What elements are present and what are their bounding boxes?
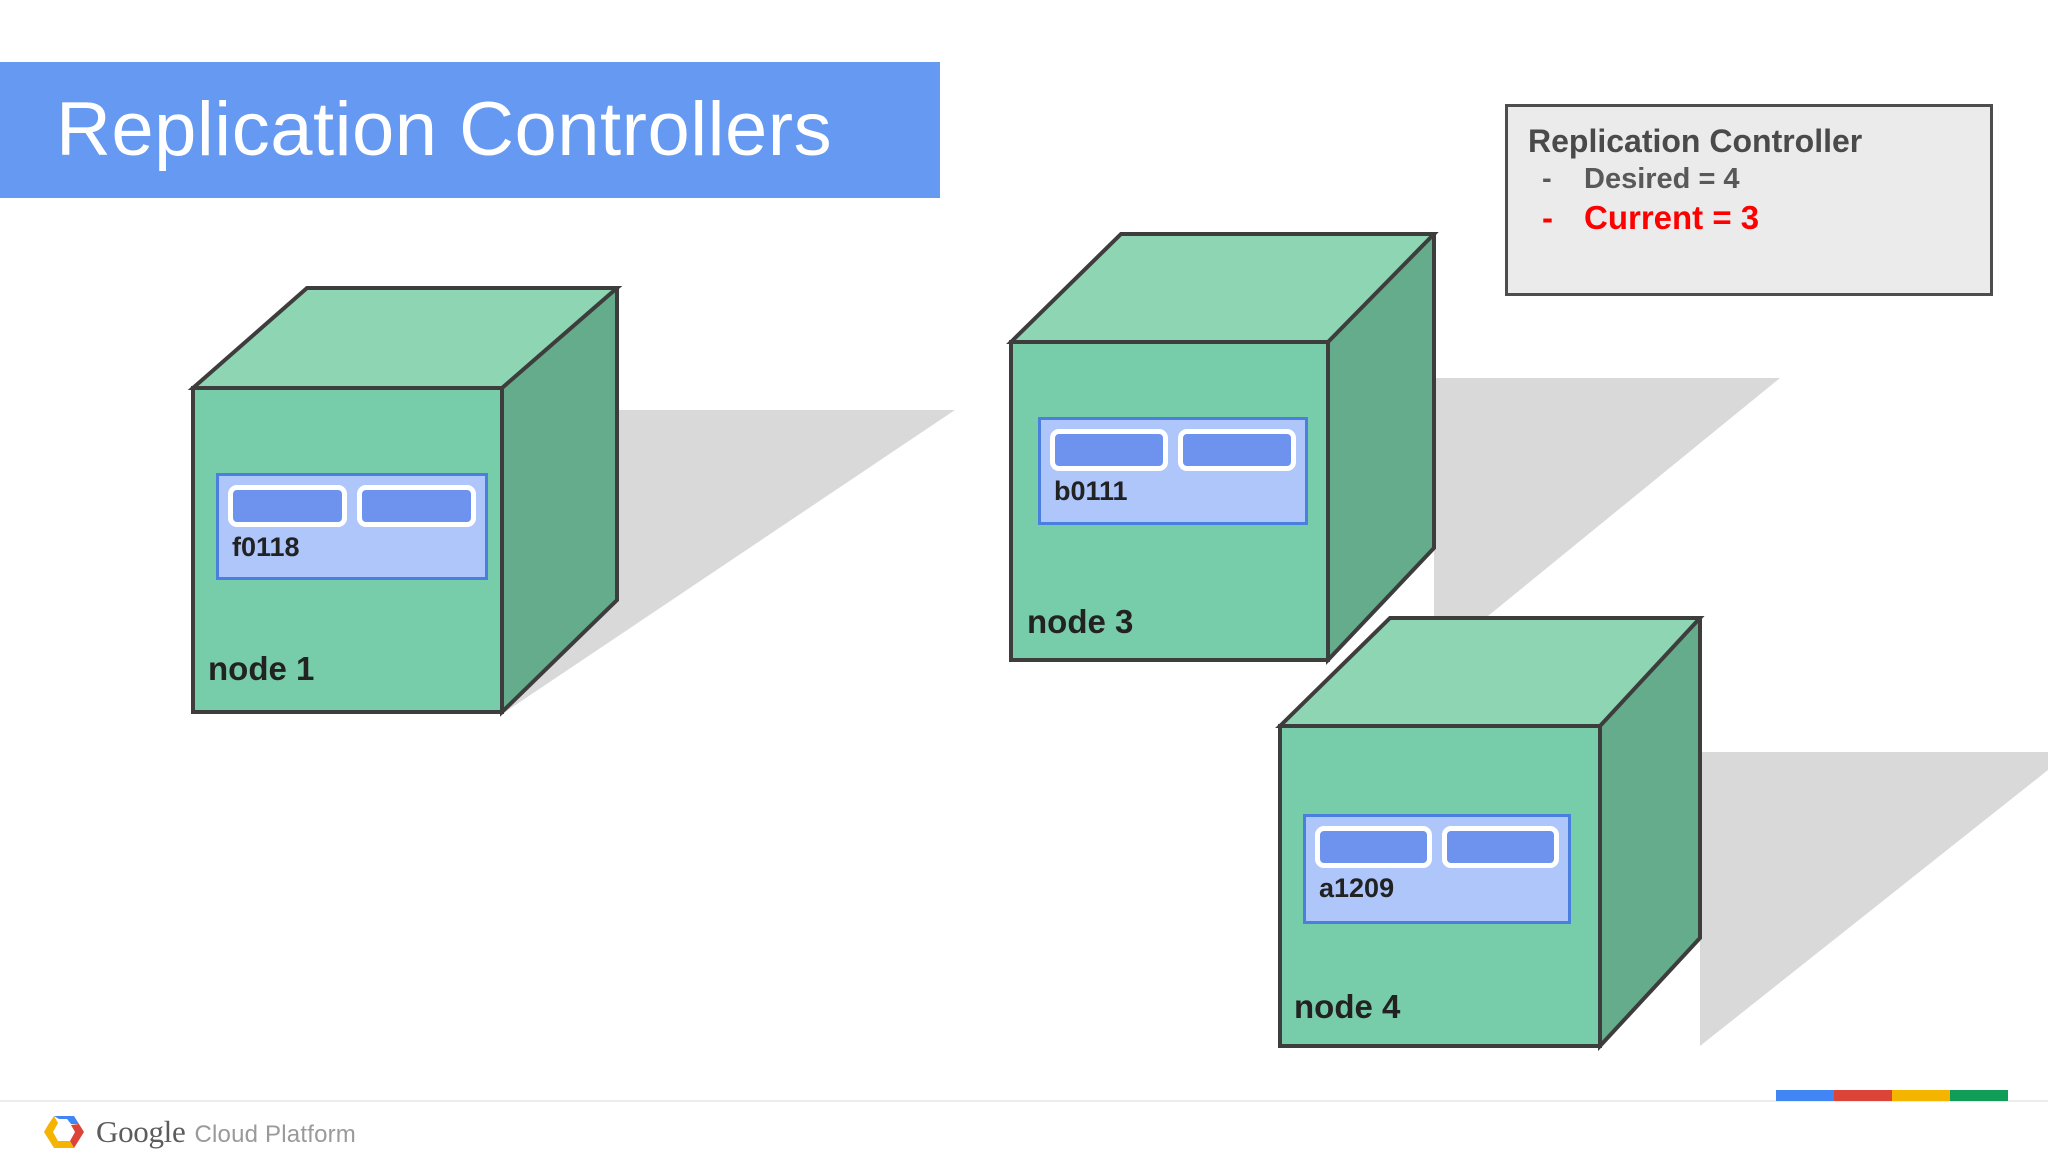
- node-1-container-group: [219, 476, 485, 527]
- google-brand-color-bars: [1776, 1090, 2008, 1101]
- gcp-hexagon-icon: [44, 1116, 84, 1148]
- legend-heading: Replication Controller: [1528, 123, 1863, 159]
- node-3-shadow: [1434, 378, 1780, 660]
- brand-bar-green: [1950, 1090, 2008, 1101]
- brand-bar-blue: [1776, 1090, 1834, 1101]
- node-4-side-face: [1598, 616, 1702, 1052]
- node-4-top-face: [1275, 616, 1705, 728]
- page-title: Replication Controllers: [56, 87, 833, 172]
- google-wordmark-text: Google: [96, 1114, 186, 1149]
- node-4-container-group: [1306, 817, 1568, 868]
- node-1-side-face: [500, 286, 619, 717]
- legend-bullet-desired: -: [1542, 163, 1552, 195]
- node-3-container-b: [1178, 429, 1296, 471]
- node-1-top-face: [187, 286, 623, 390]
- node-3-pod-label: b0111: [1054, 476, 1128, 506]
- node-4-pod: a1209: [1303, 814, 1571, 924]
- node-3-label: node 3: [1027, 603, 1134, 640]
- node-1-pod-label: f0118: [232, 532, 300, 562]
- replication-controller-legend: Replication Controller - Desired = 4 - C…: [1505, 104, 1993, 296]
- node-1-label: node 1: [208, 650, 315, 687]
- node-4-container-b: [1442, 826, 1559, 868]
- node-1-shadow: [505, 410, 955, 712]
- google-cloud-platform-logo: Google Cloud Platform: [42, 1112, 356, 1152]
- node-3-container-group: [1041, 420, 1305, 471]
- slide-title-banner: Replication Controllers: [0, 62, 940, 198]
- gcp-wordmark: Google Cloud Platform: [96, 1114, 356, 1150]
- node-3-pod: b0111: [1038, 417, 1308, 525]
- cloud-platform-text: Cloud Platform: [194, 1121, 356, 1148]
- footer-divider: [0, 1100, 2048, 1102]
- legend-current-value: Current = 3: [1584, 199, 1760, 237]
- node-3-side-face: [1326, 232, 1436, 666]
- node-1-container-a: [228, 485, 347, 527]
- node-1-pod: f0118: [216, 473, 488, 580]
- node-3-top-face: [1006, 232, 1439, 344]
- node-1-container-b: [357, 485, 476, 527]
- legend-row-current: - Current = 3: [1508, 197, 1990, 238]
- node-4-pod-label: a1209: [1319, 873, 1395, 903]
- node-3-container-a: [1050, 429, 1168, 471]
- node-4-label: node 4: [1294, 988, 1401, 1025]
- legend-row-desired: - Desired = 4: [1508, 161, 1990, 197]
- node-4-shadow: [1700, 752, 2048, 1046]
- node-4-container-a: [1315, 826, 1432, 868]
- brand-bar-yellow: [1892, 1090, 1950, 1101]
- legend-desired-value: Desired = 4: [1584, 163, 1740, 195]
- brand-bar-red: [1834, 1090, 1892, 1101]
- legend-bullet-current: -: [1542, 199, 1553, 237]
